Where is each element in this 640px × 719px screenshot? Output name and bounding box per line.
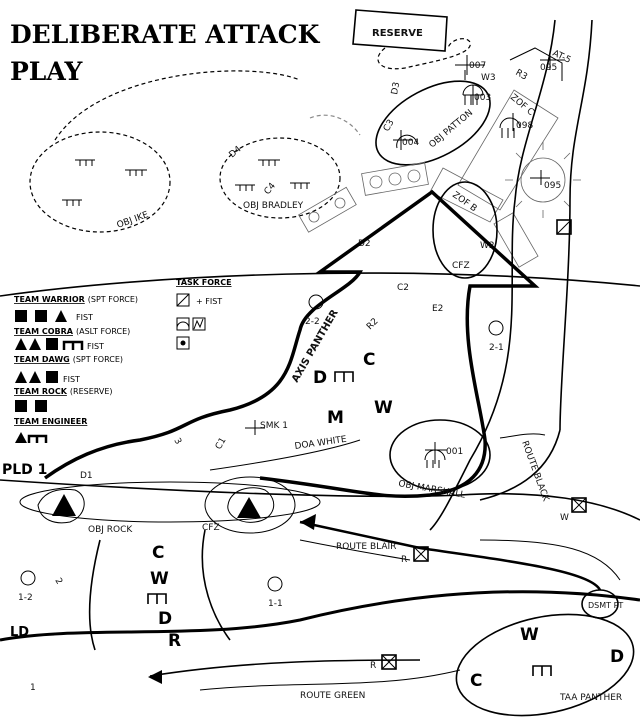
route-blair-arrow (299, 520, 602, 591)
target-095-area (520, 157, 566, 203)
position-2-2: 2-2 (305, 317, 320, 327)
cp-r2: R2 (365, 317, 381, 333)
target-098: 098 (516, 121, 533, 131)
axis-panther-arrow (43, 189, 540, 499)
reserve-box (352, 9, 448, 52)
cp-2: 2 (52, 577, 64, 587)
svg-text:+ FIST: + FIST (196, 297, 222, 306)
taa-panther (455, 613, 635, 717)
cp-d2: D2 (358, 239, 371, 249)
title-line1: DELIBERATE ATTACK (10, 20, 321, 49)
svg-text:FIST: FIST (63, 375, 80, 384)
rock-letter-c: C (152, 543, 164, 563)
legend-team-cobra: TEAM COBRA(ASLT FORCE) (14, 327, 130, 336)
obj-bradley-label: OBJ BRADLEY (243, 201, 304, 211)
route-blair-label: ROUTE BLAIR (336, 542, 396, 552)
legend-team-engineer: TEAM ENGINEER (14, 417, 87, 426)
axis-letter-d: D (313, 368, 327, 388)
axis-letter-m: M (327, 408, 344, 428)
team-symbol-rock-east (237, 497, 261, 518)
obj-ike (29, 131, 171, 233)
position-1-2: 1-2 (18, 593, 33, 603)
cp-3: 3 (171, 437, 183, 447)
taa-letter-w: W (520, 625, 539, 645)
cp-r3: R3 (514, 68, 529, 83)
legend-team-dawg: TEAM DAWG(SPT FORCE) (14, 355, 123, 364)
ld-label: LD (10, 625, 29, 640)
unit-symbol-ne (556, 219, 572, 235)
target-007: 007 (469, 61, 486, 71)
reserve-label: RESERVE (372, 28, 423, 39)
unit-symbol-blair (413, 546, 429, 562)
zof-c (457, 89, 559, 211)
target-004: 004 (402, 138, 419, 148)
cp-w3: W3 (481, 73, 496, 83)
target-095-north: 095 (540, 63, 557, 73)
rock-letter-r: R (168, 631, 181, 651)
route-black-unit: W (560, 513, 569, 523)
phase-line-north (0, 272, 640, 297)
cfz-north (432, 181, 498, 279)
obj-patton (375, 80, 491, 166)
route-green-label: ROUTE GREEN (300, 691, 365, 701)
rock-letter-w: W (150, 569, 169, 589)
team-symbol-rock-west (52, 494, 76, 516)
svg-text:TASK FORCE: TASK FORCE (176, 278, 232, 287)
title-line2: PLAY (10, 57, 84, 86)
cp-c4: C4 (263, 181, 279, 197)
legend-team-warrior: TEAM WARRIOR(SPT FORCE) (14, 295, 138, 304)
obj-patton-label: OBJ PATTON (428, 108, 476, 150)
taa-letter-d: D (610, 647, 624, 667)
target-001: 001 (446, 447, 463, 457)
cp-smk1: SMK 1 (260, 421, 288, 431)
obj-rock-label: OBJ ROCK (88, 525, 133, 535)
route-green-line (149, 659, 421, 677)
legend: TEAM WARRIOR(SPT FORCE) FIST TEAM COBRA(… (14, 295, 138, 443)
zof-b (429, 167, 504, 223)
cp-c1: C1 (214, 436, 229, 451)
unit-symbol-black (571, 497, 587, 513)
cp-e2: E2 (432, 304, 443, 314)
cfz-south-label: CFZ (202, 523, 220, 533)
cp-d1: D1 (80, 471, 93, 481)
cp-c2: C2 (397, 283, 409, 293)
legend-team-rock: TEAM ROCK(RESERVE) (14, 387, 113, 396)
taa-letter-c: C (470, 671, 482, 691)
rock-letter-d: D (158, 609, 172, 629)
obj-ike-label: OBJ IKE (116, 210, 151, 231)
cp-1: 1 (30, 683, 36, 693)
svg-text:FIST: FIST (87, 342, 104, 351)
axis-letter-c: C (363, 350, 375, 370)
route-green-unit: R (370, 661, 376, 671)
target-095-south: 095 (544, 181, 561, 191)
obj-bradley (219, 137, 341, 219)
dsmt-label: DSMT PT (588, 601, 623, 610)
cp-w2: W2 (480, 241, 495, 251)
route-blair-unit: R (401, 555, 407, 565)
axis-letter-w: W (374, 398, 393, 418)
unit-symbol-green (381, 654, 397, 670)
task-force-legend: TASK FORCE + FIST (176, 278, 232, 350)
doa-white-label: DOA WHITE (294, 435, 348, 452)
obj-marshall (389, 419, 491, 491)
svg-text:FIST: FIST (76, 313, 93, 322)
obj-rock (19, 481, 321, 523)
ld-line (0, 590, 640, 642)
cp-d3: D3 (390, 81, 402, 95)
pld-1-label: PLD 1 (2, 462, 47, 478)
zof-c-label: ZOF C (508, 93, 536, 118)
cfz-north-label: CFZ (452, 261, 470, 271)
target-003: 003 (474, 93, 491, 103)
position-2-1: 2-1 (489, 343, 504, 353)
position-1-1: 1-1 (268, 599, 283, 609)
taa-label: TAA PANTHER (559, 693, 622, 703)
